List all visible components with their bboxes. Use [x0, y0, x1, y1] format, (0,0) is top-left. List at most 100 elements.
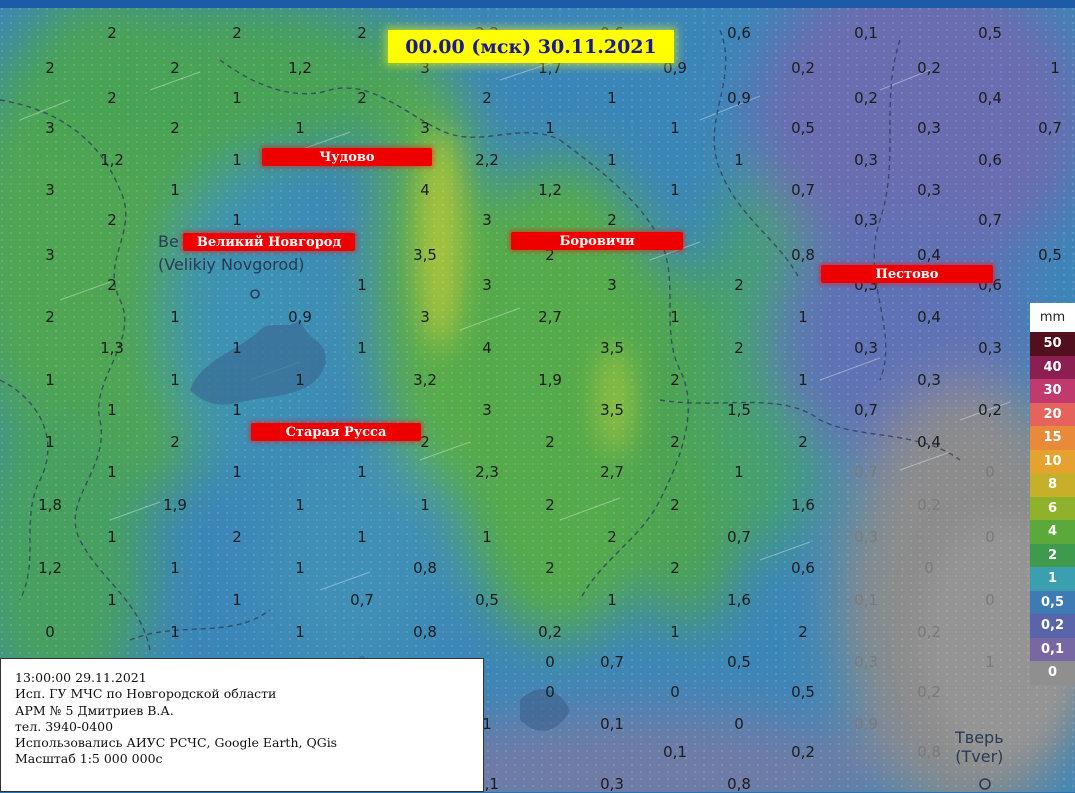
precip-value: 0,3 — [600, 775, 624, 793]
precip-value: 1,2 — [100, 151, 124, 169]
precip-value: 0,5 — [727, 653, 751, 671]
precip-value: 1 — [107, 591, 117, 609]
precip-value: 1,7 — [538, 59, 562, 77]
precip-value: 1,9 — [538, 371, 562, 389]
forecast-time-title: 00.00 (мск) 30.11.2021 — [388, 30, 674, 63]
precip-value: 2 — [545, 559, 555, 577]
precip-value: 1 — [232, 151, 242, 169]
info-box: 13:00:00 29.11.2021 Исп. ГУ МЧС по Новго… — [0, 658, 484, 792]
precip-value: 0,3 — [854, 528, 878, 546]
precip-value: 0,3 — [978, 339, 1002, 357]
legend-item: 40 — [1030, 355, 1075, 379]
precip-value: 0,8 — [413, 623, 437, 641]
precip-value: 0,9 — [288, 308, 312, 326]
precip-value: 1 — [232, 591, 242, 609]
precip-value: 0,2 — [978, 401, 1002, 419]
precip-value: 0,2 — [854, 89, 878, 107]
precip-value: 2,3 — [475, 463, 499, 481]
precip-value: 1 — [232, 89, 242, 107]
precip-value: 0,3 — [854, 211, 878, 229]
precip-value: 0,7 — [600, 653, 624, 671]
precip-value: 2 — [734, 276, 744, 294]
precip-value: 2 — [798, 623, 808, 641]
precip-value: 2 — [607, 528, 617, 546]
legend-item: 0,2 — [1030, 614, 1075, 638]
precip-value: 0,8 — [413, 559, 437, 577]
legend-item: 4 — [1030, 520, 1075, 544]
precip-value: 0,5 — [1038, 246, 1062, 264]
precip-value: 0,2 — [917, 59, 941, 77]
precip-value: 2 — [545, 496, 555, 514]
precip-value: 2 — [607, 211, 617, 229]
precip-value: 0,3 — [854, 339, 878, 357]
precip-value: 0,9 — [727, 89, 751, 107]
precip-value: 3 — [420, 308, 430, 326]
precip-value: 2 — [482, 89, 492, 107]
legend-item: 0,1 — [1030, 637, 1075, 661]
precip-value: 3 — [420, 119, 430, 137]
top-border — [0, 0, 1075, 8]
precip-value: 0,7 — [854, 401, 878, 419]
precip-value: 2 — [357, 89, 367, 107]
precip-value: 2 — [545, 246, 555, 264]
precip-value: 1 — [734, 151, 744, 169]
precip-value: 0,3 — [917, 119, 941, 137]
precip-value: 1,3 — [100, 339, 124, 357]
tver-en-label: (Tver) — [955, 747, 1004, 766]
precip-value: 1 — [798, 371, 808, 389]
city-velikiy-novgorod: Великий Новгород — [183, 233, 355, 251]
precip-value: 0 — [985, 528, 995, 546]
precip-value: 1 — [295, 119, 305, 137]
precip-value: 1 — [45, 371, 55, 389]
precip-value: 0,1 — [854, 591, 878, 609]
precip-value: 2 — [170, 59, 180, 77]
precip-value: 3 — [607, 276, 617, 294]
precip-value: 3 — [482, 401, 492, 419]
precip-value: 1,2 — [38, 559, 62, 577]
city-pestovo: Пестово — [821, 265, 993, 283]
precip-value: 1 — [295, 559, 305, 577]
precip-value: 2,2 — [475, 151, 499, 169]
novgorod-map-label: Ве (Velikiy Novgorod) — [158, 232, 305, 274]
precip-value: 2 — [170, 433, 180, 451]
precip-value: 2 — [45, 308, 55, 326]
tver-ru-label: Тверь — [955, 728, 1004, 747]
precip-value: 1 — [734, 463, 744, 481]
precip-value: 1 — [295, 371, 305, 389]
legend-unit: mm — [1030, 303, 1075, 332]
precip-value: 1 — [985, 653, 995, 671]
precip-value: 1 — [232, 401, 242, 419]
info-phone: тел. 3940-0400 — [15, 718, 114, 734]
precip-value: 0,5 — [475, 591, 499, 609]
precip-value: 2 — [670, 433, 680, 451]
precip-value: 3,2 — [413, 371, 437, 389]
precip-value: 0,7 — [727, 528, 751, 546]
precip-value: 2 — [107, 89, 117, 107]
precip-value: 1 — [107, 528, 117, 546]
precip-value: 0,5 — [978, 24, 1002, 42]
precip-value: 0 — [985, 463, 995, 481]
legend-item: 50 — [1030, 332, 1075, 356]
precip-value: 1 — [170, 308, 180, 326]
precip-value: 2 — [107, 211, 117, 229]
precip-value: 1 — [670, 308, 680, 326]
precip-value: 1 — [170, 371, 180, 389]
precip-value: 0,5 — [791, 683, 815, 701]
precip-value: 0 — [670, 683, 680, 701]
precip-value: 0,2 — [917, 623, 941, 641]
precip-value: 0 — [545, 653, 555, 671]
precip-value: 0,3 — [917, 181, 941, 199]
precip-value: 1,8 — [38, 496, 62, 514]
precip-value: 0,2 — [917, 683, 941, 701]
precip-value: 4 — [482, 339, 492, 357]
legend-item: 10 — [1030, 449, 1075, 473]
precip-value: 0,8 — [917, 743, 941, 761]
precip-value: 1 — [1050, 59, 1060, 77]
precip-value: 0,6 — [727, 24, 751, 42]
precip-value: 1 — [482, 528, 492, 546]
precip-value: 3 — [45, 181, 55, 199]
precip-value: 0,7 — [1038, 119, 1062, 137]
precip-value: 1 — [482, 715, 492, 733]
precip-value: 0,7 — [978, 211, 1002, 229]
legend-item: 1 — [1030, 567, 1075, 591]
